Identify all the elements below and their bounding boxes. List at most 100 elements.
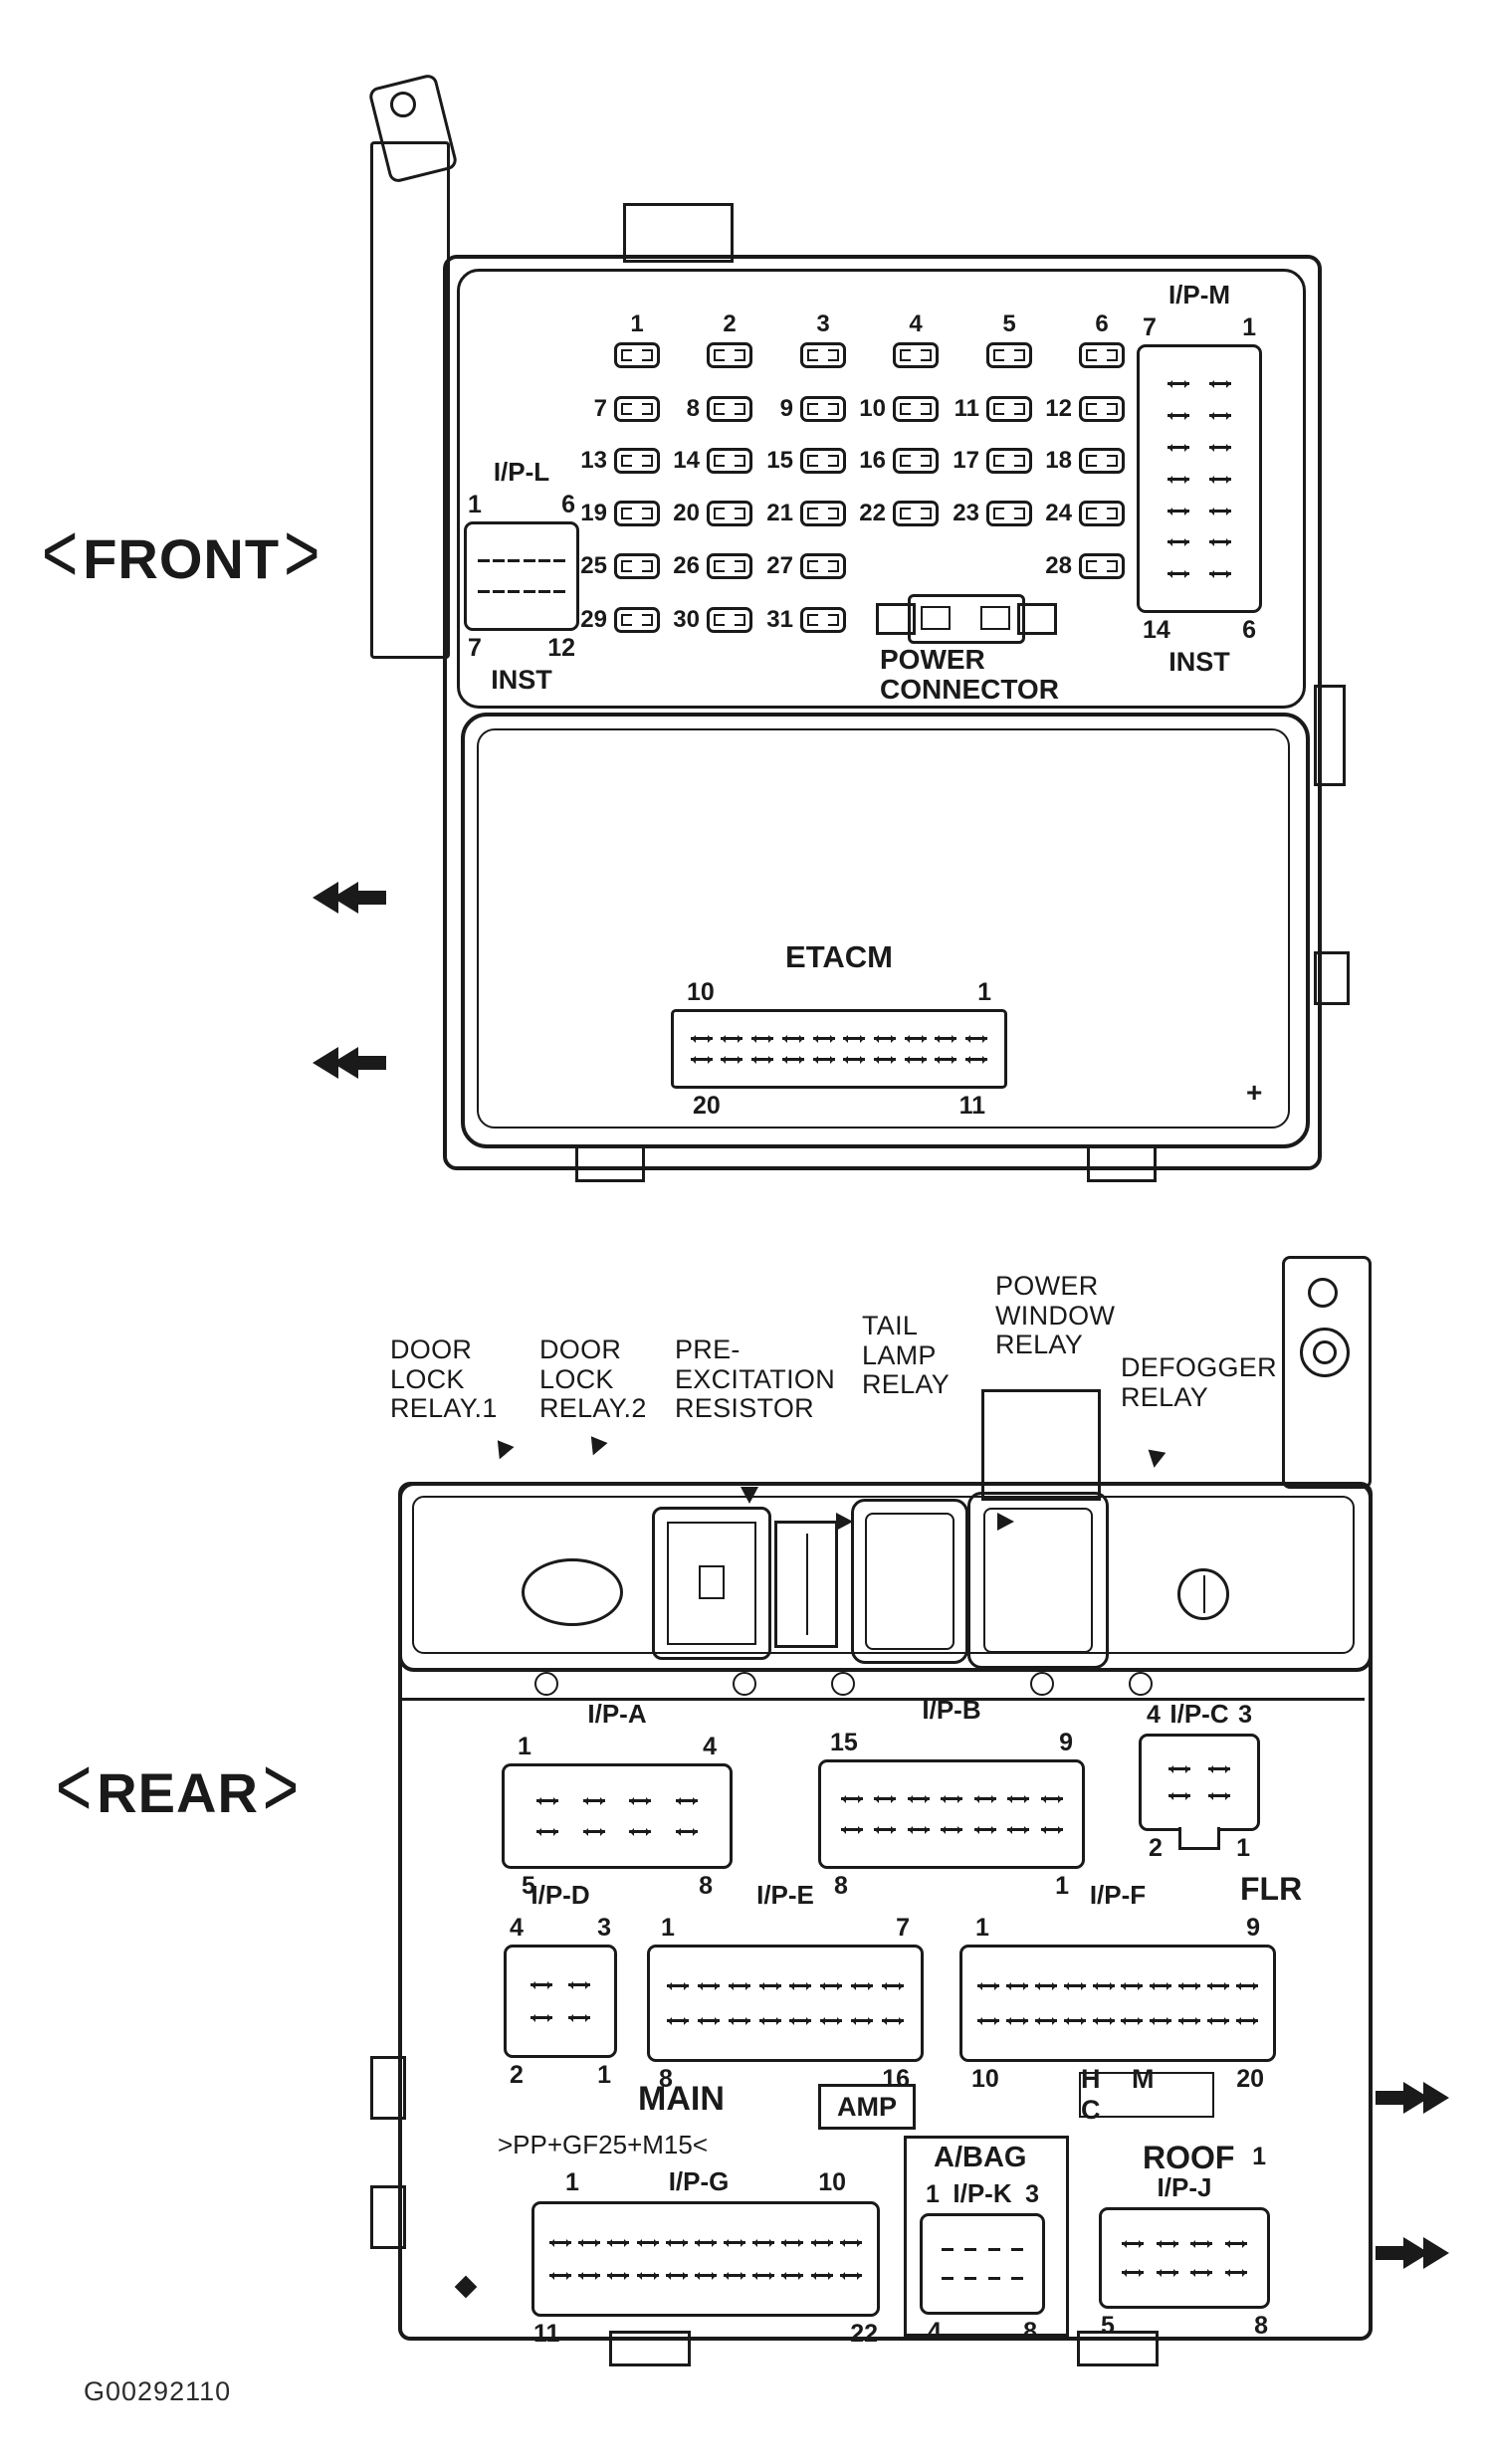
pin-number: 6 xyxy=(1242,616,1256,645)
connector-pin xyxy=(820,1982,843,1991)
pin-number: 10 xyxy=(818,2168,846,2196)
front-lower-cover-inner xyxy=(477,728,1290,1129)
connector-ip-b: I/P-B 15 9 8 1 xyxy=(818,1695,1085,1901)
connector-pin xyxy=(942,2248,955,2251)
fuse-unit-27: 27 xyxy=(766,553,846,579)
fuse-body xyxy=(707,553,752,579)
rear-foot-tab xyxy=(1077,2331,1159,2366)
connector-pin xyxy=(942,2277,955,2280)
connector-pin xyxy=(694,2272,717,2281)
amp-label: AMP xyxy=(818,2084,916,2130)
pin-number: 1 xyxy=(977,977,991,1006)
fuse-unit-26: 26 xyxy=(673,553,752,579)
connector-pin xyxy=(820,2016,843,2025)
pin-number: 7 xyxy=(896,1913,910,1942)
pin-number: 3 xyxy=(1238,1701,1252,1729)
pin-row xyxy=(1110,2269,1259,2278)
connector-pin xyxy=(1007,1826,1029,1835)
fuse-number: 22 xyxy=(859,500,886,526)
connector-ip-d: I/P-D 4 3 2 1 xyxy=(504,1880,617,2088)
connector-pin xyxy=(839,2238,862,2247)
connector-pin xyxy=(752,2272,775,2281)
label-line: DEFOGGER xyxy=(1121,1352,1277,1382)
clip-fin xyxy=(332,1047,358,1079)
connector-body xyxy=(531,2201,880,2317)
fuse-body xyxy=(800,448,846,474)
fuse-body xyxy=(893,448,939,474)
pin-number: 1 xyxy=(661,1913,675,1942)
defogger-relay-slot xyxy=(1177,1568,1229,1620)
front-side-tab xyxy=(1314,685,1346,786)
connector-pin xyxy=(1190,2240,1213,2249)
connector-pin xyxy=(478,558,491,562)
connector-sub-label: INST xyxy=(491,665,552,696)
relay-rail xyxy=(398,1482,1373,1672)
pin-number: 10 xyxy=(687,977,715,1006)
fuse-body xyxy=(614,396,660,422)
fuse-unit-28: 28 xyxy=(1045,553,1125,579)
fuse-body xyxy=(986,501,1032,526)
connector-pin xyxy=(536,1797,559,1806)
connector-ip-a: I/P-A 1 4 5 8 xyxy=(502,1699,733,1899)
label-door-lock-relay-1: DOOR LOCK RELAY.1 xyxy=(390,1335,498,1424)
connector-pin xyxy=(1236,1982,1259,1991)
connector-label: I/P-B xyxy=(922,1695,981,1725)
pin-row xyxy=(1148,538,1251,547)
connector-pin xyxy=(965,1034,988,1043)
connector-pin xyxy=(987,2248,1000,2251)
fuse-number: 8 xyxy=(686,395,700,422)
fuse-number: 24 xyxy=(1045,500,1072,526)
connector-pin xyxy=(690,1056,713,1065)
label-line: PRE- xyxy=(675,1335,741,1364)
connector-body xyxy=(671,1008,1007,1089)
connector-label: I/P-E xyxy=(756,1880,814,1910)
fuse-number: 4 xyxy=(909,310,923,337)
pin-number: 1 xyxy=(926,2180,940,2208)
fuse-number: 1 xyxy=(630,310,644,337)
connector-body xyxy=(504,1945,617,2059)
rail-oval-cutout xyxy=(522,1558,623,1626)
front-top-tab xyxy=(623,203,734,263)
connector-pin xyxy=(1010,2277,1023,2280)
pin-number: 8 xyxy=(1254,2312,1268,2341)
connector-pin xyxy=(907,1794,930,1803)
fuse-number: 7 xyxy=(593,395,607,422)
connector-pin xyxy=(840,1794,863,1803)
fuse-unit-18: 18 xyxy=(1045,448,1125,474)
pin-number: 8 xyxy=(834,1872,848,1901)
fuse-unit-30: 30 xyxy=(673,607,752,633)
relay-inner-outline xyxy=(983,1508,1093,1653)
screw-head xyxy=(733,1672,756,1696)
fuse-body xyxy=(800,553,846,579)
fuse-body xyxy=(707,342,752,368)
fuse-unit-10: 10 xyxy=(859,396,939,422)
fuse-unit-25: 25 xyxy=(580,553,660,579)
fuse-unit-9: 9 xyxy=(780,396,846,422)
pin-row xyxy=(970,1982,1265,1991)
fuse-body xyxy=(1079,448,1125,474)
connector-pin xyxy=(537,590,550,594)
callout-arrow-icon xyxy=(741,1487,758,1504)
pin-number: 7 xyxy=(468,634,482,663)
connector-label: ETACM xyxy=(785,939,893,974)
connector-pin xyxy=(1167,1792,1190,1801)
callout-arrow-icon xyxy=(1145,1449,1167,1470)
front-fuse-panel xyxy=(457,269,1306,709)
connector-latch-tab xyxy=(1178,1827,1220,1850)
mount-bolt xyxy=(1300,1328,1350,1377)
connector-pin xyxy=(964,2248,977,2251)
fuse-number: 6 xyxy=(1095,310,1109,337)
resistor-slot xyxy=(774,1521,838,1648)
connector-pin xyxy=(976,2016,999,2025)
fuse-body xyxy=(707,607,752,633)
connector-label: I/P-K xyxy=(953,2178,1012,2208)
connector-body xyxy=(818,1759,1085,1870)
connector-pin xyxy=(1121,1982,1144,1991)
fuse-unit-11: 11 xyxy=(955,396,1032,422)
tail-lamp-relay-slot xyxy=(851,1499,968,1664)
front-housing-outline xyxy=(443,255,1322,1170)
figure-code: G00292110 xyxy=(84,2376,232,2406)
relay-inner-outline xyxy=(667,1522,756,1645)
connector-label: I/P-M xyxy=(1167,280,1231,309)
fuse-number: 11 xyxy=(954,395,979,422)
